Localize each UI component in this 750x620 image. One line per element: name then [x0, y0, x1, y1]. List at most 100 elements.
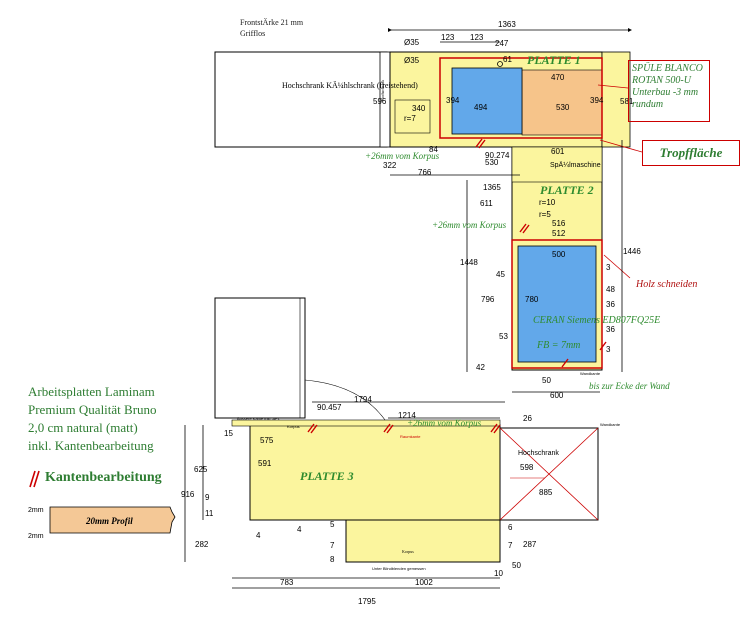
- svg-text:512: 512: [552, 229, 566, 238]
- sink-callout: SPÜLE BLANCO ROTAN 500-U Unterbau -3 mm …: [628, 60, 710, 122]
- svg-text:50: 50: [542, 376, 551, 385]
- svg-text:Raumkante: Raumkante: [400, 434, 421, 439]
- svg-text:601: 601: [551, 147, 565, 156]
- material-line-2: Premium Qualität Bruno: [28, 402, 157, 417]
- svg-text:7: 7: [508, 541, 513, 550]
- svg-text:494: 494: [474, 103, 488, 112]
- svg-text:Äussere Kante inkl. APL: Äussere Kante inkl. APL: [237, 416, 281, 421]
- svg-text:Wandkante: Wandkante: [580, 371, 601, 376]
- front-thickness: FrontstÄrke 21 mm: [240, 18, 304, 27]
- svg-text:3: 3: [606, 345, 611, 354]
- svg-text:1795: 1795: [358, 597, 376, 606]
- svg-text:600: 600: [550, 391, 564, 400]
- material-line-1: Arbeitsplatten Laminam: [28, 384, 155, 399]
- dishwasher: [511, 146, 603, 183]
- svg-text:530: 530: [485, 158, 499, 167]
- plate-2-label: PLATTE 2: [540, 183, 594, 197]
- svg-text:5: 5: [330, 520, 335, 529]
- dishwasher-label: SpÄ¼lmaschine: [550, 161, 601, 169]
- fb-label: FB = 7mm: [536, 340, 580, 351]
- svg-text:7: 7: [330, 541, 335, 550]
- svg-text:575: 575: [260, 436, 274, 445]
- plate-3: [249, 424, 501, 521]
- edge-processing-label: Kantenbearbeitung: [45, 470, 162, 485]
- edge-profile: [49, 506, 176, 534]
- svg-text:394: 394: [590, 96, 604, 105]
- svg-text:Ø35: Ø35: [404, 56, 420, 65]
- svg-text:r=10: r=10: [539, 198, 556, 207]
- svg-text:8: 8: [330, 555, 335, 564]
- vertical-hochschrank-label: Hochschrank: [380, 80, 385, 101]
- svg-text:3: 3: [606, 263, 611, 272]
- svg-text:4: 4: [256, 531, 261, 540]
- profile-label: 20mm Profil: [85, 516, 133, 526]
- svg-text:470: 470: [551, 73, 565, 82]
- wall-corner-label: bis zur Ecke der Wand: [589, 381, 670, 391]
- svg-text:53: 53: [499, 332, 508, 341]
- svg-text:Ø35: Ø35: [404, 38, 420, 47]
- svg-text:11: 11: [205, 509, 214, 518]
- hochschrank-fridge: [214, 51, 388, 148]
- sink-basin: [451, 67, 523, 135]
- svg-text:591: 591: [258, 459, 272, 468]
- svg-text:1002: 1002: [415, 578, 433, 587]
- svg-text:123: 123: [470, 33, 484, 42]
- grip-type: Grifflos: [240, 29, 266, 38]
- svg-text:84: 84: [429, 145, 438, 154]
- offset-label-1: +26mm vom Korpus: [365, 151, 440, 161]
- svg-text:36: 36: [606, 300, 615, 309]
- offset-label-2: +26mm vom Korpus: [432, 220, 507, 230]
- offset-label-3: +26mm vom Korpus: [407, 418, 482, 428]
- svg-text:625: 625: [194, 465, 208, 474]
- svg-text:340: 340: [412, 104, 426, 113]
- svg-text:322: 322: [383, 161, 397, 170]
- hochschrank-right-label: Hochschrank: [518, 450, 559, 457]
- svg-text:123: 123: [441, 33, 455, 42]
- material-spec: Arbeitsplatten Laminam Premium Qualität …: [28, 383, 198, 455]
- svg-text:394: 394: [446, 96, 460, 105]
- plate-1-label: PLATTE 1: [527, 53, 581, 67]
- svg-text:916: 916: [181, 490, 195, 499]
- wood-cut-label: Holz schneiden: [635, 279, 697, 290]
- svg-text:282: 282: [195, 540, 209, 549]
- corpus-label-bottom: Korpus: [402, 549, 414, 554]
- drip-callout: Tropffläche: [642, 140, 740, 166]
- svg-text:796: 796: [481, 295, 495, 304]
- drip-area: [521, 69, 603, 136]
- svg-text:598: 598: [520, 463, 534, 472]
- svg-text:1365: 1365: [483, 183, 501, 192]
- svg-text:611: 611: [480, 199, 493, 208]
- plate-3-label: PLATTE 3: [300, 469, 354, 483]
- svg-text:90.274: 90.274: [485, 151, 510, 160]
- svg-text:1446: 1446: [623, 247, 641, 256]
- dim-2mm-top: 2mm: [28, 507, 44, 514]
- svg-text:1363: 1363: [498, 20, 516, 29]
- svg-text:885: 885: [539, 488, 553, 497]
- front-spec: FrontstÄrke 21 mm Grifflos: [240, 17, 303, 39]
- cooktop-outline: [511, 239, 603, 369]
- ceran-label: CERAN Siemens ED807FQ25E: [533, 315, 660, 326]
- svg-text:6: 6: [508, 523, 513, 532]
- svg-text:766: 766: [418, 168, 432, 177]
- svg-text:596: 596: [373, 97, 387, 106]
- svg-text:1214: 1214: [398, 411, 416, 420]
- cooktop: [517, 245, 597, 363]
- svg-text:r=5: r=5: [539, 210, 551, 219]
- hochschrank-bottom-left: [214, 297, 306, 419]
- svg-text:50: 50: [512, 561, 521, 570]
- svg-text:500: 500: [552, 250, 566, 259]
- dim-2mm-bottom: 2mm: [28, 533, 44, 540]
- svg-text:Unter Blindblenden gemessen: Unter Blindblenden gemessen: [372, 566, 426, 571]
- plate-3-lower: [345, 519, 501, 563]
- svg-text:45: 45: [496, 270, 505, 279]
- fridge-label-1: Hochschrank KÄ¼hlschrank (freistehend): [282, 81, 418, 90]
- svg-text:247: 247: [495, 39, 509, 48]
- svg-text:1794: 1794: [354, 395, 372, 404]
- svg-text:Korpus: Korpus: [287, 424, 300, 429]
- sink-cutout-outline: [439, 57, 603, 139]
- svg-text:42: 42: [476, 363, 485, 372]
- svg-text:530: 530: [556, 103, 570, 112]
- svg-text:780: 780: [525, 295, 539, 304]
- svg-text:581: 581: [620, 97, 634, 106]
